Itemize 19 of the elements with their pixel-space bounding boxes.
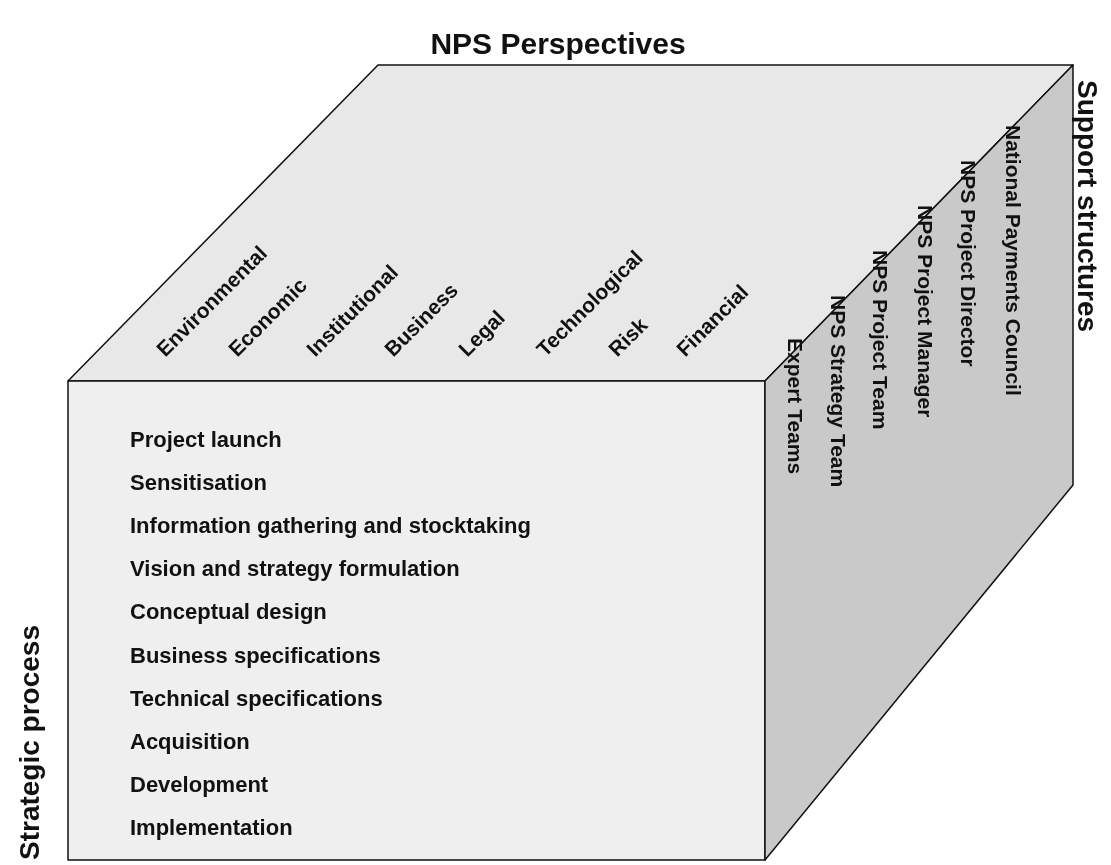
face-heading: Strategic process <box>13 625 46 860</box>
structure-label: National Payments Council <box>1000 125 1026 396</box>
process-step: Conceptual design <box>130 599 327 626</box>
structure-label: Expert Teams <box>782 338 808 475</box>
structure-label: NPS Project Team <box>867 250 893 430</box>
process-step: Information gathering and stocktaking <box>130 513 531 540</box>
process-step: Sensitisation <box>130 470 267 497</box>
structure-label: NPS Project Manager <box>912 205 938 418</box>
face-heading: Support structures <box>1071 80 1104 333</box>
process-step: Development <box>130 771 269 798</box>
structure-label: NPS Project Director <box>955 160 981 367</box>
process-step: Business specifications <box>130 642 381 669</box>
structure-label: NPS Strategy Team <box>825 295 851 488</box>
process-step: Acquisition <box>130 728 250 755</box>
process-step: Technical specifications <box>130 685 383 712</box>
process-step: Implementation <box>130 814 293 841</box>
process-step: Project launch <box>130 427 282 453</box>
process-step: Vision and strategy formulation <box>130 556 460 583</box>
face-heading: NPS Perspectives <box>430 26 686 62</box>
